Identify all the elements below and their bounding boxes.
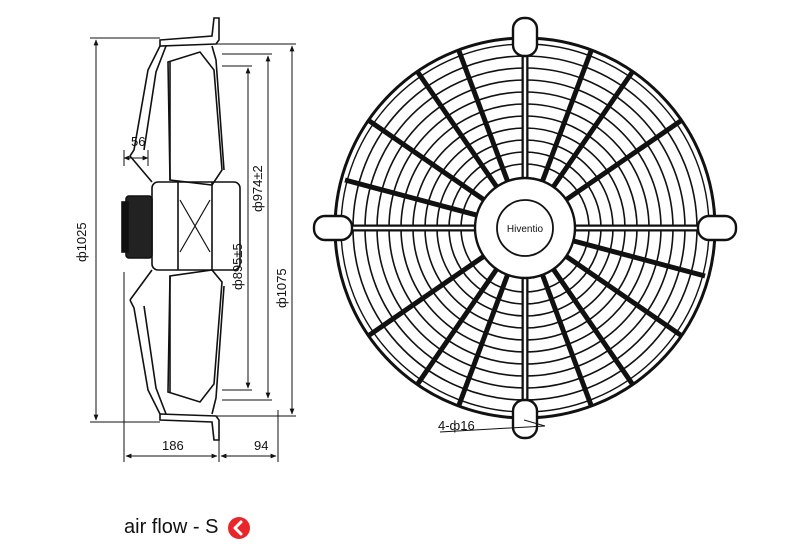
dim-holes: 4-ф16 <box>438 418 475 433</box>
mount-lug-bottom <box>511 398 539 440</box>
dim-flange-dia: ф1075 <box>274 268 289 308</box>
mount-lug-right <box>696 214 738 242</box>
shroud-lower <box>129 299 161 415</box>
motor-housing <box>151 181 241 271</box>
mount-lug-top <box>511 16 539 58</box>
mount-lug-left <box>312 214 354 242</box>
dim-ring-dia: ф974±2 <box>250 165 265 212</box>
blade-lower <box>167 269 223 403</box>
dim-186: 186 <box>162 438 184 453</box>
airflow-label: air flow - S <box>124 516 219 538</box>
side-dimensions <box>90 37 296 462</box>
dim-outer-dia: ф1025 <box>74 222 89 262</box>
flange-top <box>159 17 220 47</box>
brand-label: Hiventio <box>507 224 544 235</box>
airflow-caption: air flow - S <box>124 516 251 539</box>
motor-cap <box>125 195 153 259</box>
dim-blade-dia: ф895±5 <box>230 243 245 290</box>
hole-callout <box>439 419 546 433</box>
front-view <box>312 16 738 440</box>
dim-94: 94 <box>254 438 268 453</box>
shroud-upper <box>129 45 161 157</box>
flange-bottom <box>159 413 220 441</box>
side-view <box>121 17 241 441</box>
hub-inner <box>496 199 554 257</box>
blade-upper <box>167 51 223 186</box>
arrow-left-circle-icon <box>228 516 251 539</box>
dim-56: 56 <box>131 134 145 149</box>
